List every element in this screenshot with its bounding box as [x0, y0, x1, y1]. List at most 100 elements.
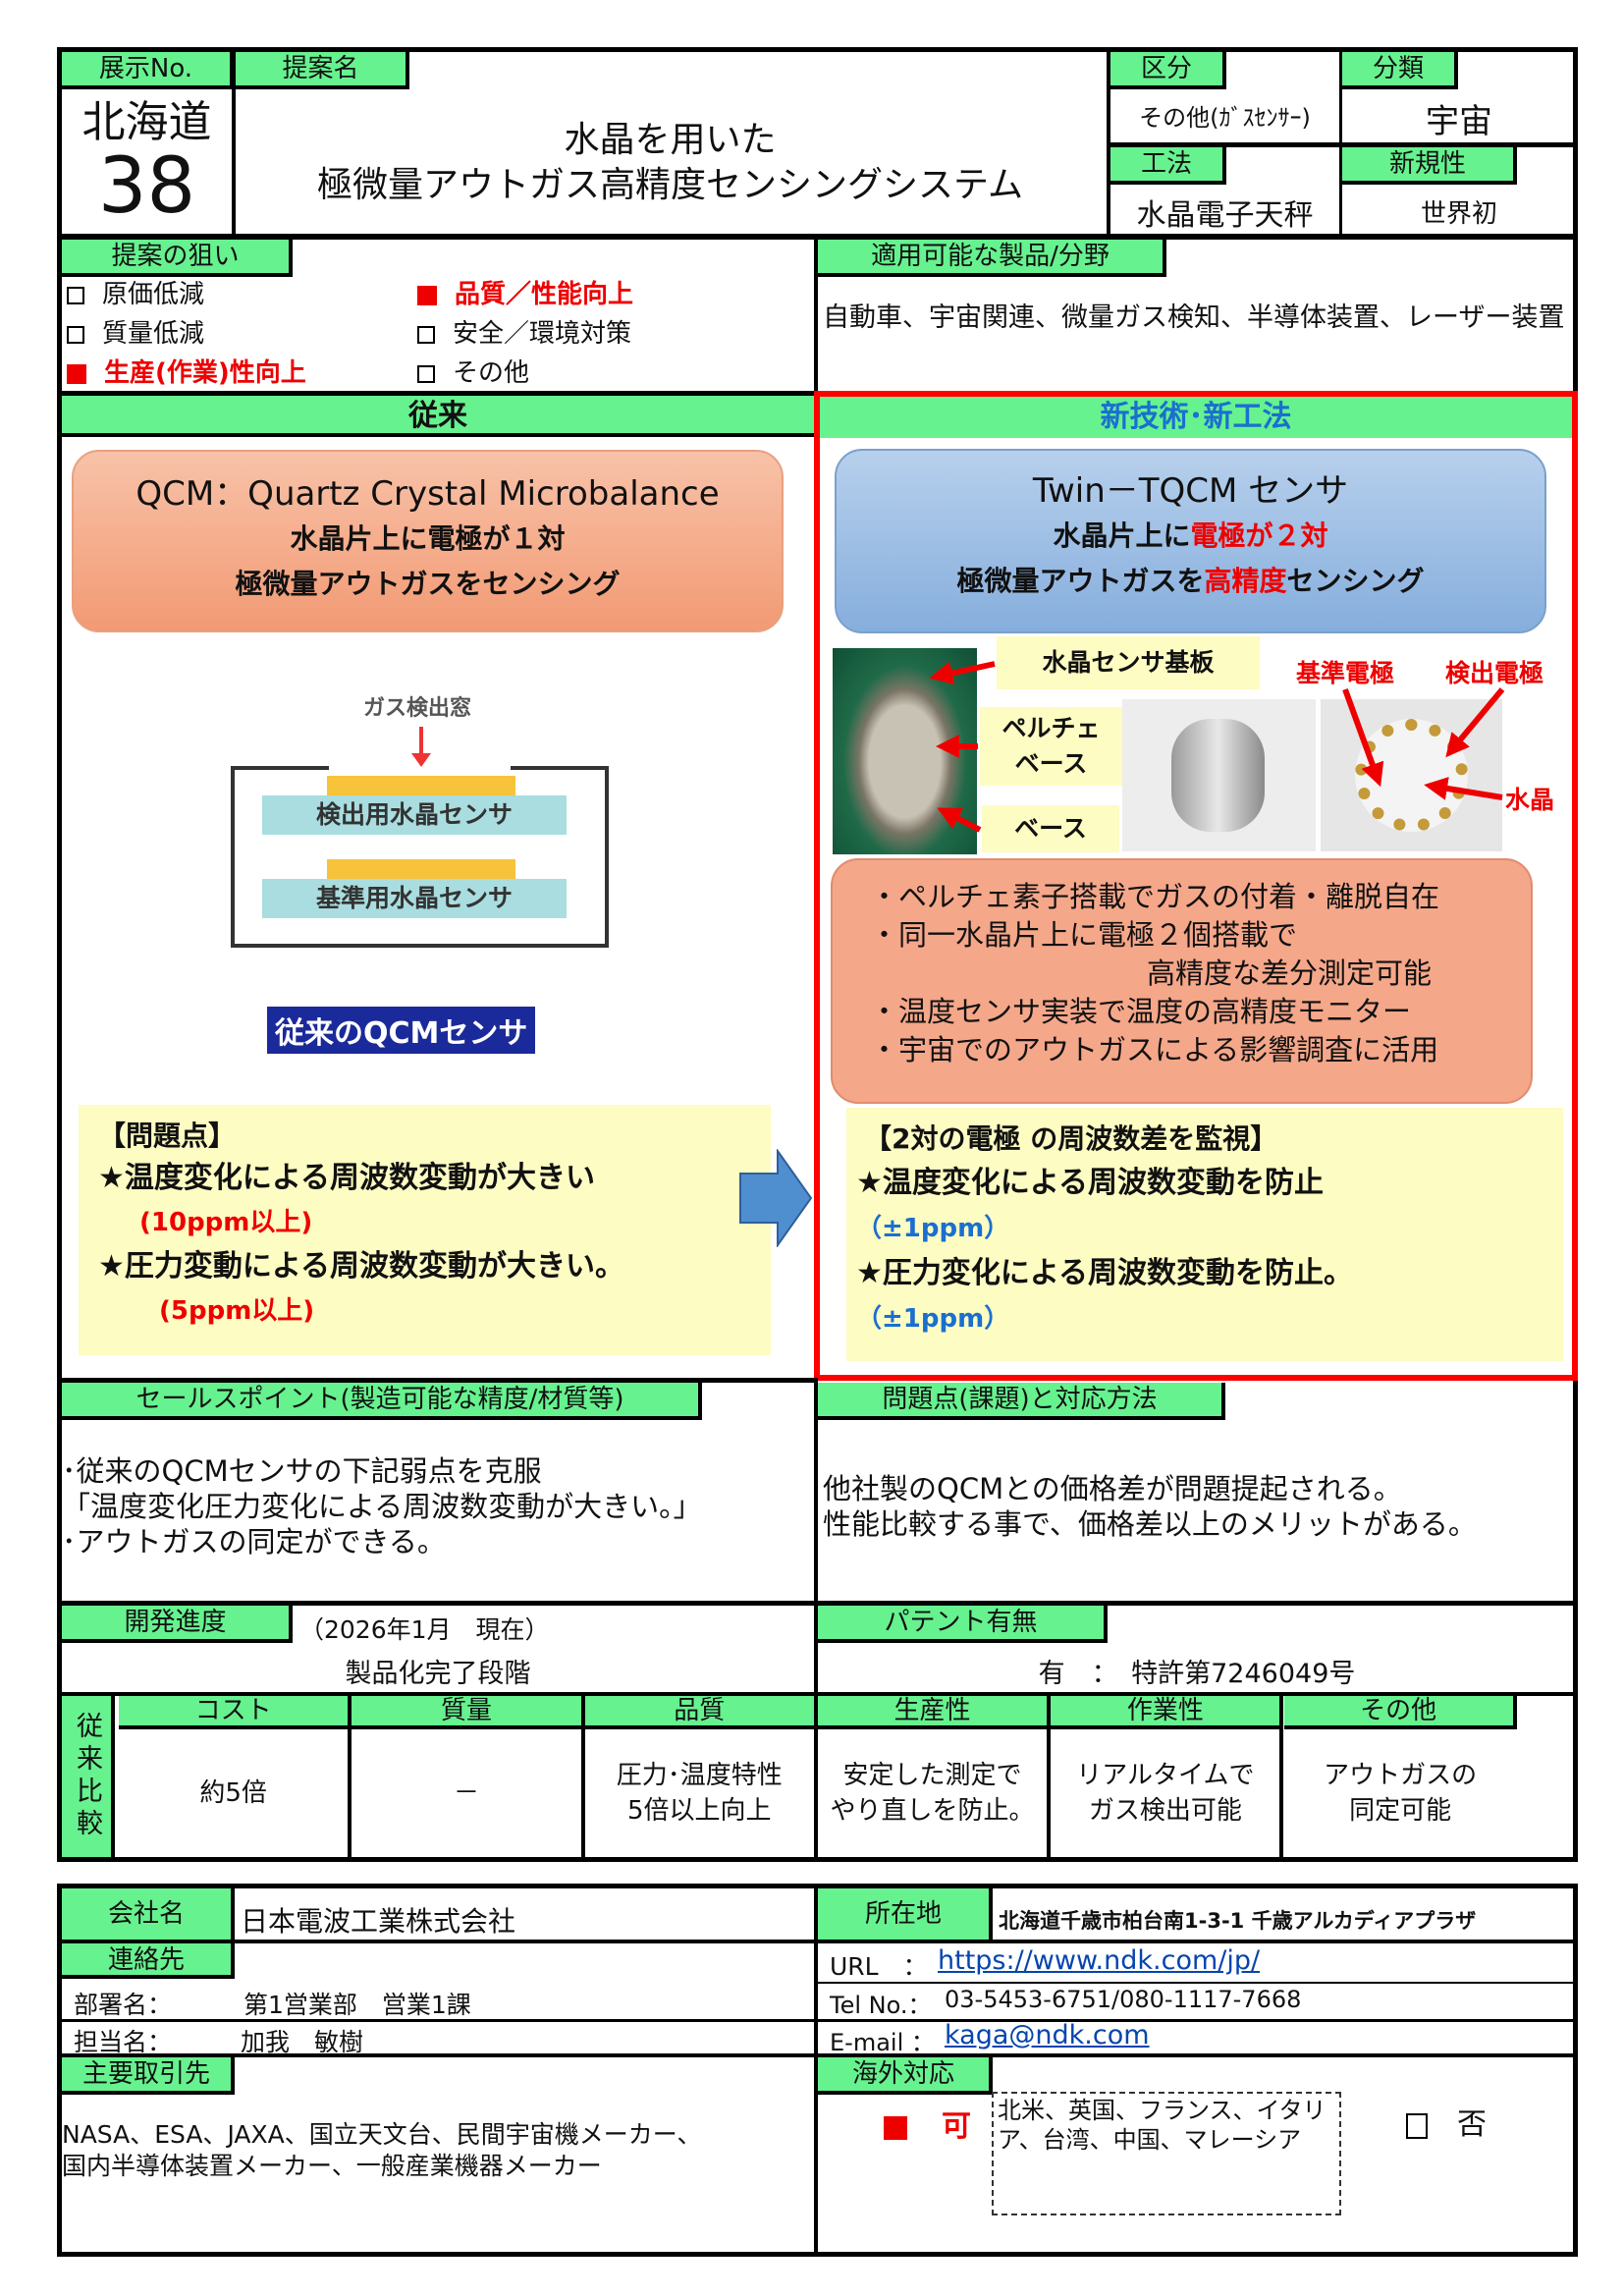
novelty-label: 新規性 — [1342, 147, 1517, 185]
qcm-line2: 水晶片上に電極が１対 — [290, 522, 566, 555]
overseas-label: 海外対応 — [818, 2057, 993, 2095]
address: 北海道千歳市柏台南1-3-1 千歳アルカディアプラザ — [999, 1909, 1477, 1933]
comparison-value: 安定した測定で やり直しを防止。 — [818, 1729, 1052, 1857]
text: 極微量アウトガスを — [956, 565, 1205, 597]
label-base: ベース — [982, 805, 1119, 852]
title-line-1: 水晶を用いた — [564, 120, 777, 160]
features-box: ・ペルチェ素子搭載でガスの付着・離脱自在 ・同一水晶片上に電極２個搭載で 高精度… — [831, 858, 1533, 1104]
solution-1-note: （±1ppm） — [856, 1214, 1010, 1243]
aim-label: 安全／環境対策 — [453, 319, 632, 349]
solution-2: ★圧力変化による周波数変動を防止。 — [856, 1256, 1353, 1290]
solution-box: 【2対の電極 の周波数差を監視】 ★温度変化による周波数変動を防止 （±1ppm… — [846, 1108, 1563, 1361]
label-crystal: 水晶 — [1505, 786, 1555, 814]
region: 北海道 — [81, 97, 212, 147]
sales-line: 「温度変化圧力変化による周波数変動が大きい。」 — [62, 1490, 702, 1523]
arrow-right-icon — [739, 1149, 813, 1247]
url-label: URL ： — [830, 1952, 928, 1981]
aim-label: その他 — [453, 358, 530, 388]
feature-item: ・同一水晶片上に電極２個搭載で — [870, 918, 1298, 952]
reference-sensor: 基準用水晶センサ — [262, 879, 567, 918]
aim-productivity[interactable]: 生産(作業)性向上 — [67, 354, 306, 393]
label-peltier: ペルチェ ベース — [980, 707, 1122, 786]
person-label: 担当名： — [74, 2028, 173, 2056]
qcm-line3: 極微量アウトガスをセンシング — [235, 568, 621, 600]
feature-item: ・宇宙でのアウトガスによる影響調査に活用 — [870, 1033, 1439, 1066]
checkbox-icon — [67, 325, 84, 344]
problem-1-note: (10ppm以上) — [139, 1208, 313, 1237]
proposal-name-label: 提案名 — [236, 52, 409, 89]
clients-line: NASA、ESA、JAXA、国立天文台、民間宇宙機メーカー、 — [62, 2120, 702, 2149]
title-line-2: 極微量アウトガス高精度センシングシステム — [317, 165, 1023, 205]
comparison-header: 質量 — [352, 1696, 585, 1729]
aims-label: 提案の狙い — [62, 240, 293, 277]
aim-label: 原価低減 — [102, 280, 205, 309]
comparison-value: － — [352, 1729, 585, 1857]
comparison-header: 品質 — [584, 1696, 818, 1729]
qcm-diagram: ガス検出窓 検出用水晶センサ 基準用水晶センサ — [226, 683, 619, 977]
new-tech-frame — [814, 391, 1578, 1381]
contact-label: 連絡先 — [62, 1943, 235, 1979]
checkbox-icon — [1406, 2112, 1428, 2139]
clients-label: 主要取引先 — [62, 2057, 235, 2095]
aim-quality[interactable]: 品質／性能向上 — [417, 275, 633, 314]
comparison-value: リアルタイムで ガス検出可能 — [1051, 1729, 1284, 1857]
address-label: 所在地 — [818, 1888, 993, 1940]
conventional-header: 従来 — [62, 396, 814, 437]
company-name: 日本電波工業株式会社 — [241, 1905, 516, 1938]
solution-1: ★温度変化による周波数変動を防止 — [856, 1166, 1324, 1200]
aim-label: 品質／性能向上 — [455, 280, 634, 309]
issues-line: 他社製のQCMとの価格差が問題提起される。 — [823, 1472, 1402, 1505]
feature-item: 高精度な差分測定可能 — [1147, 957, 1433, 990]
overseas-yes-label: 可 — [942, 2109, 971, 2144]
exhibit-no-label: 展示No. — [62, 52, 234, 89]
checkbox-icon — [417, 325, 435, 344]
comparison-value: 圧力･温度特性 5倍以上向上 — [585, 1729, 818, 1857]
aim-other[interactable]: その他 — [417, 354, 529, 393]
comparison-header: 作業性 — [1051, 1696, 1284, 1729]
issues-label: 問題点(課題)と対応方法 — [818, 1383, 1225, 1420]
problem-1: ★温度変化による周波数変動が大きい — [98, 1161, 595, 1195]
category-value: その他(ｶﾞｽｾﾝｻｰ) — [1139, 104, 1311, 132]
aim-safety[interactable]: 安全／環境対策 — [417, 314, 631, 354]
housing — [231, 766, 609, 948]
comparison-side-label: 従来比較 — [62, 1696, 115, 1857]
gas-window-label: ガス検出窓 — [363, 696, 472, 721]
detect-sensor: 検出用水晶センサ — [262, 795, 567, 835]
email-link[interactable]: kaga@ndk.com — [945, 2020, 1150, 2050]
checkbox-icon — [67, 286, 84, 304]
issues-text: 他社製のQCMとの価格差が問題提起される。 性能比較する事で、価格差以上のメリッ… — [823, 1471, 1477, 1542]
comparison-value: 約5倍 — [119, 1729, 352, 1857]
sales-label: セールスポイント(製造可能な精度/材質等) — [62, 1383, 702, 1420]
progress-date: （2026年1月 現在） — [299, 1615, 550, 1644]
patent-value: 有 ： 特許第7246049号 — [1038, 1659, 1356, 1689]
diagram-caption: 従来のQCMセンサ — [267, 1007, 536, 1054]
exhibit-number: 38 — [97, 142, 196, 231]
overseas-no-option[interactable]: 否 — [1406, 2100, 1487, 2143]
qcm-pill: QCM：Quartz Crystal Microbalance 水晶片上に電極が… — [72, 450, 784, 632]
solution-2-note: （±1ppm） — [856, 1304, 1010, 1334]
company-name-label: 会社名 — [62, 1888, 235, 1940]
feature-item: ・温度センサ実装で温度の高精度モニター — [870, 995, 1412, 1028]
category-label: 区分 — [1110, 52, 1226, 89]
comparison-header: コスト — [119, 1696, 352, 1729]
device-photo — [1122, 699, 1316, 851]
dept-label: 部署名： — [74, 1991, 173, 2019]
aim-cost[interactable]: 原価低減 — [67, 275, 204, 314]
feature-item: ・ペルチェ素子搭載でガスの付着・離脱自在 — [870, 880, 1440, 913]
tqcm-pill: Twin－TQCM センサ 水晶片上に電極が２対 極微量アウトガスを高精度センシ… — [835, 449, 1546, 633]
class-value: 宇宙 — [1426, 102, 1492, 141]
solution-title: 【2対の電極 の周波数差を監視】 — [864, 1122, 1278, 1155]
arrow-down-icon — [419, 727, 423, 756]
comparison-value: アウトガスの 同定可能 — [1324, 1761, 1478, 1826]
comparison-header: その他 — [1283, 1696, 1517, 1729]
clients-line: 国内半導体装置メーカー、一般産業機器メーカー — [62, 2152, 602, 2180]
problems-title: 【問題点】 — [98, 1120, 237, 1152]
url-link[interactable]: https://www.ndk.com/jp/ — [938, 1945, 1261, 1976]
problem-2: ★圧力変動による周波数変動が大きい。 — [98, 1249, 624, 1284]
aim-weight[interactable]: 質量低減 — [67, 314, 204, 354]
patent-label: パテント有無 — [818, 1606, 1108, 1643]
checked-box-icon — [417, 285, 437, 305]
checkbox-icon — [417, 364, 435, 383]
problem-2-note: (5ppm以上) — [159, 1296, 315, 1326]
overseas-yes-option[interactable]: 可 — [884, 2102, 971, 2145]
